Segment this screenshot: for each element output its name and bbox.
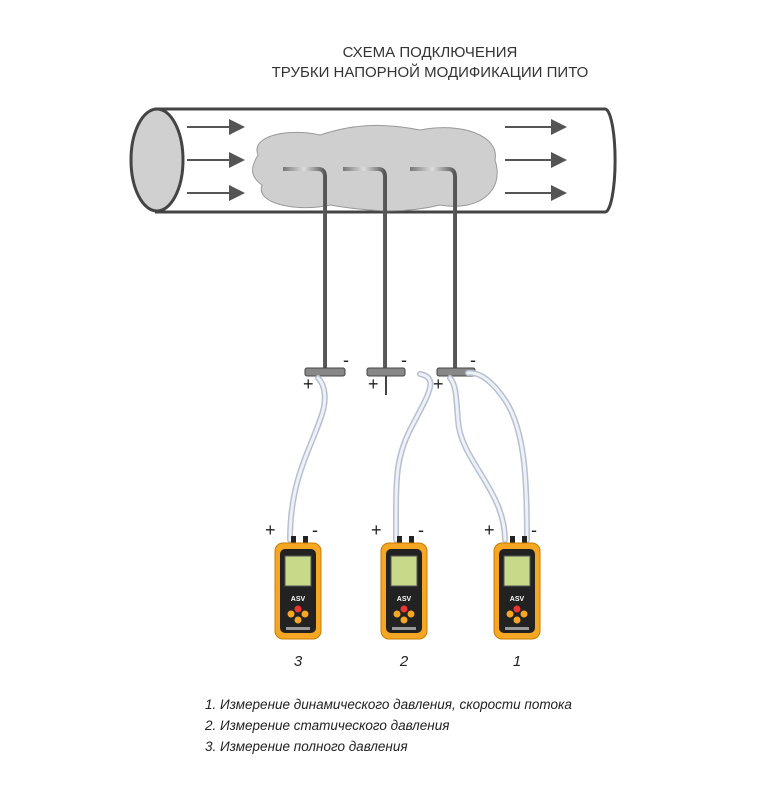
legend-item-3: 3. Измерение полного давления — [205, 739, 408, 754]
meter-number: 2 — [399, 653, 409, 670]
pitot-probes — [283, 167, 457, 368]
meter-brand: ASV — [397, 596, 412, 603]
meter-button — [513, 616, 521, 624]
fitting-3-minus: - — [343, 350, 349, 370]
meter-button — [287, 610, 295, 618]
pipe-inlet — [129, 107, 185, 213]
meter-plus-port-label: + — [371, 520, 382, 540]
meter-button — [520, 610, 528, 618]
meter-minus-port-label: - — [531, 520, 537, 540]
meter-display — [503, 555, 531, 587]
meter-button — [407, 610, 415, 618]
meter-button — [506, 610, 514, 618]
flow-arrows — [187, 119, 567, 201]
meter-plus-port-label: + — [265, 520, 276, 540]
meter-minus-port-label: - — [418, 520, 424, 540]
pipe — [129, 107, 617, 214]
fitting-1-plus: + — [433, 374, 444, 394]
meter-button — [294, 616, 302, 624]
fitting-1-minus: - — [470, 350, 476, 370]
meter-display — [390, 555, 418, 587]
meter-number: 3 — [294, 653, 303, 670]
power-button — [294, 605, 302, 613]
meter-button — [393, 610, 401, 618]
meter-plus-port-label: + — [484, 520, 495, 540]
meter-button — [400, 616, 408, 624]
fitting-3-plus: + — [303, 374, 314, 394]
legend-item-1: 1. Измерение динамического давления, ско… — [205, 697, 572, 712]
meter-minus-port-label: - — [312, 520, 318, 540]
manometer-2: ASV + - 2 — [371, 520, 428, 670]
meter-number: 1 — [513, 653, 521, 670]
fitting-2-plus: + — [368, 374, 379, 394]
meter-brand: ASV — [291, 596, 306, 603]
title-line-1: СХЕМА ПОДКЛЮЧЕНИЯ — [343, 44, 518, 61]
fitting-2-minus: - — [401, 350, 407, 370]
power-button — [400, 605, 408, 613]
meter-display — [284, 555, 312, 587]
power-button — [513, 605, 521, 613]
meter-button — [301, 610, 309, 618]
title-line-2: ТРУБКИ НАПОРНОЙ МОДИФИКАЦИИ ПИТО — [272, 63, 589, 81]
legend: 1. Измерение динамического давления, ско… — [205, 694, 572, 757]
meter-brand: ASV — [510, 596, 525, 603]
legend-item-2: 2. Измерение статического давления — [205, 718, 450, 733]
manometer-3: ASV + - 3 — [265, 520, 322, 670]
manometer-1: ASV + - 1 — [484, 520, 541, 670]
